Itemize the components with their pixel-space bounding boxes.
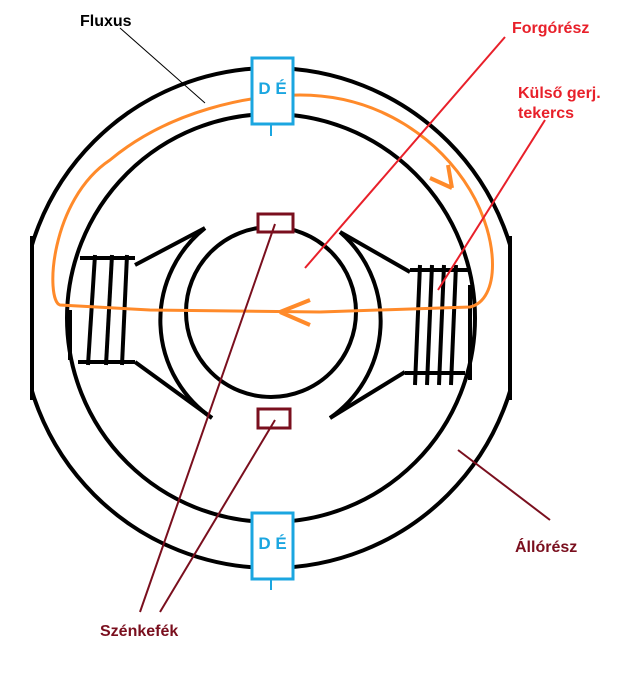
pole-box-bottom [250, 511, 295, 581]
stator-label: Állórész [515, 539, 578, 556]
brush-bottom [256, 407, 292, 430]
rotor-leader [304, 36, 506, 269]
brush-top [256, 212, 295, 234]
flux-arrow-icon [429, 164, 454, 190]
rotor-label: Forgórész [512, 20, 590, 37]
brush-leader [139, 223, 276, 613]
field-coil-right [405, 264, 470, 386]
pole-shoes [68, 226, 472, 420]
stator-outer-ring [30, 66, 512, 570]
stator-leader [457, 449, 551, 521]
brush-leader [159, 419, 276, 613]
pole-box-top [250, 56, 295, 126]
flux-label: Fluxus [80, 13, 132, 30]
field-coil-label-line2: tekercs [518, 105, 575, 122]
brushes-label: Szénkefék [100, 623, 179, 640]
stator-inner-ring [65, 112, 477, 524]
pole-label-bottom: D É [258, 534, 287, 553]
coil-leader [437, 119, 546, 291]
flux-line [51, 93, 494, 314]
flux-arrow-icon [279, 298, 311, 327]
pole-label-top: D É [258, 79, 287, 98]
field-coil-label-line1: Külső gerj. [518, 85, 601, 102]
flux-leader [119, 27, 206, 104]
